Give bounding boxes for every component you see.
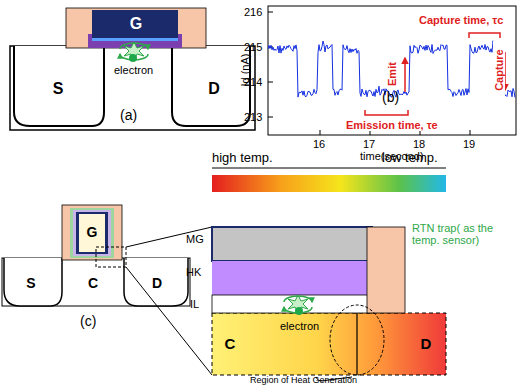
region-label: S xyxy=(26,276,35,291)
text-label: Region of Heat Generation xyxy=(250,376,357,386)
text-label: 215 xyxy=(244,41,262,53)
text-label: IL xyxy=(190,298,199,310)
text-label: 16 xyxy=(313,138,325,150)
temp-bar xyxy=(212,175,446,192)
text-label: Emission time, τe xyxy=(345,119,439,131)
text-label: electron xyxy=(280,320,319,332)
text-label: HK xyxy=(186,266,201,278)
text-label: 213 xyxy=(244,111,262,123)
text-label: low temp. xyxy=(382,151,438,165)
text-label: 18 xyxy=(413,138,425,150)
region-box: C xyxy=(216,332,244,356)
text-label: 19 xyxy=(463,138,475,150)
text-label: (c) xyxy=(80,314,96,329)
region-box: D xyxy=(412,332,440,356)
region-box: S xyxy=(40,76,76,102)
text-label: high temp. xyxy=(212,151,273,165)
region-label: D xyxy=(208,80,220,98)
region-label: G xyxy=(87,225,98,240)
text-label: Capture xyxy=(493,41,505,99)
zoom-view xyxy=(212,227,446,381)
text-label: RTN trap( as the temp. sensor) xyxy=(412,222,516,246)
region-box: G xyxy=(80,222,104,244)
transistor-a xyxy=(10,8,255,130)
region-label: S xyxy=(53,80,64,98)
text-label: (b) xyxy=(382,90,399,105)
temp-axis xyxy=(212,167,446,168)
text-label: Capture time, τc xyxy=(418,14,504,26)
text-label: Emit xyxy=(386,54,398,94)
region-box: S xyxy=(16,272,46,296)
region-box: C xyxy=(78,272,108,296)
region-box: G xyxy=(118,13,154,35)
region-box: D xyxy=(142,272,172,296)
text-label: (a) xyxy=(120,108,137,123)
region-label: C xyxy=(225,336,236,353)
region-label: D xyxy=(421,336,432,353)
region-box: D xyxy=(196,76,232,102)
region-label: C xyxy=(88,276,98,291)
region-label: G xyxy=(130,15,142,33)
text-label: Id (nA) xyxy=(239,20,251,120)
region-label: D xyxy=(152,276,162,291)
text-label: 17 xyxy=(363,138,375,150)
text-label: electron xyxy=(114,64,153,76)
text-label: 216 xyxy=(244,6,262,18)
rtn-trace xyxy=(268,41,515,98)
text-label: MG xyxy=(186,233,204,245)
transistor-c xyxy=(2,205,212,375)
rtn-chart xyxy=(268,6,516,135)
